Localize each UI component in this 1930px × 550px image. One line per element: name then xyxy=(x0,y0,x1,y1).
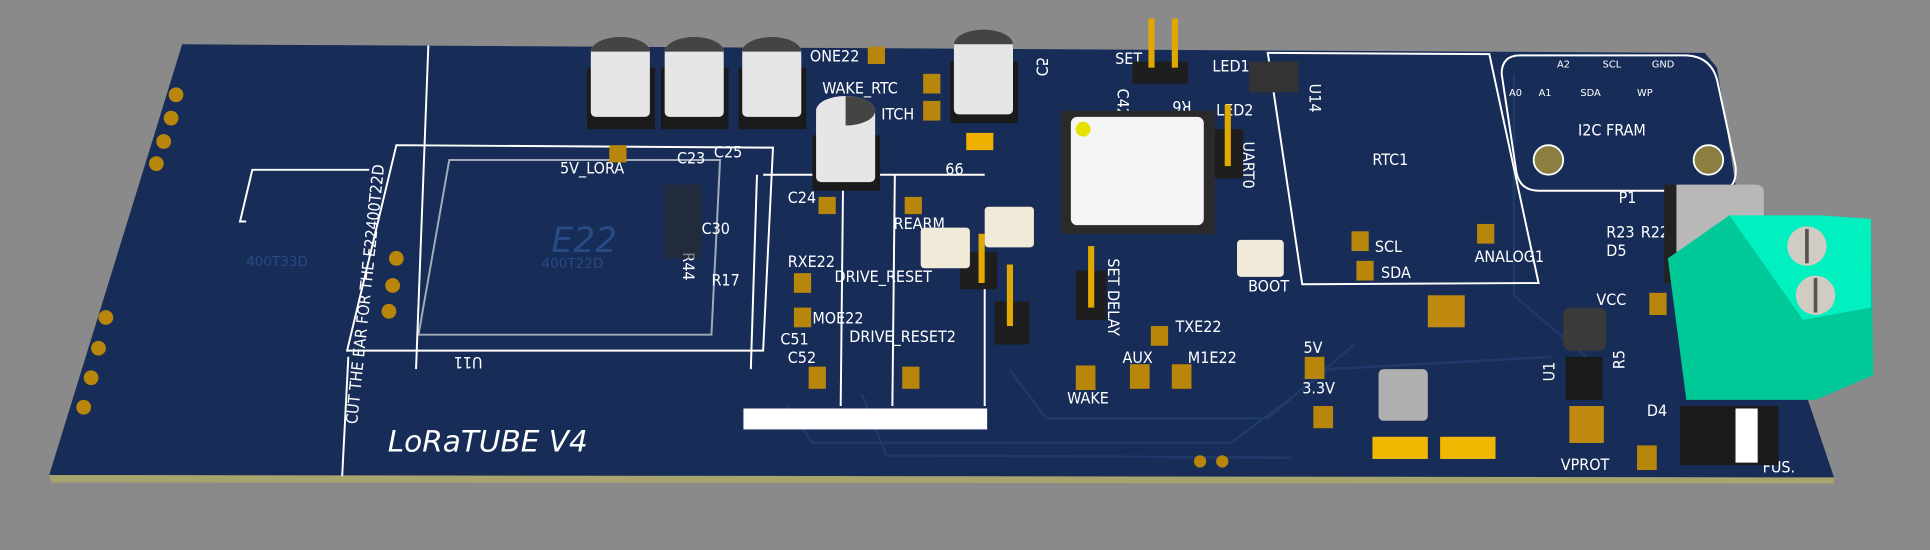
label-a2: A2 xyxy=(1557,60,1570,71)
label-gnd: GND xyxy=(1652,60,1675,71)
label-r5: R5 xyxy=(1610,350,1629,369)
capacitor xyxy=(660,36,729,130)
label-scl-pin: SCL xyxy=(1603,60,1622,71)
label-switch: ITCH xyxy=(881,104,914,123)
label-c30: C30 xyxy=(702,219,730,238)
mounting-hole xyxy=(1532,144,1565,176)
capacitor xyxy=(587,36,655,130)
silkscreen-labels: ONE22 WAKE_RTC ITCH 5V_LORA C23 C25 C24 … xyxy=(560,47,1795,477)
mounting-hole xyxy=(1692,144,1725,176)
module-part-alt: 400T33D xyxy=(246,254,308,270)
label-analog1: ANALOG1 xyxy=(1475,247,1544,266)
capacitor xyxy=(950,29,1018,124)
label-r17: R17 xyxy=(711,270,739,289)
label-rxe22: RXE22 xyxy=(788,252,835,271)
cut-line-lower xyxy=(341,356,350,477)
label-m1e22: M1E22 xyxy=(1188,348,1237,367)
label-r23: R23 xyxy=(1606,222,1634,241)
label-r22: R22 xyxy=(1641,222,1669,241)
label-r44: R44 xyxy=(679,252,698,280)
label-wake-rtc: WAKE_RTC xyxy=(822,79,898,99)
label-u1: U1 xyxy=(1540,362,1559,382)
label-i2c-fram: I2C FRAM xyxy=(1578,120,1646,139)
label-vprot: VPROT xyxy=(1561,455,1610,474)
terminal-block xyxy=(1667,215,1874,400)
label-wake: WAKE xyxy=(1067,389,1109,408)
label-c23: C23 xyxy=(677,149,705,168)
boot-button xyxy=(1237,239,1284,277)
label-led2: LED2 xyxy=(1216,101,1253,120)
label-scl: SCL xyxy=(1375,237,1402,256)
label-uart0: UART0 xyxy=(1239,141,1258,188)
cut-line xyxy=(415,45,430,370)
label-wp: WP xyxy=(1637,88,1653,99)
label-c25: C25 xyxy=(714,142,742,161)
label-one22: ONE22 xyxy=(810,47,859,66)
label-moe22: MOE22 xyxy=(812,309,863,328)
label-sda: SDA xyxy=(1381,263,1411,282)
label-c5: C5 xyxy=(1032,57,1051,76)
label-set-delay: SET DELAY xyxy=(1104,258,1123,336)
label-c42: C42 xyxy=(1114,89,1133,117)
label-drive-reset: DRIVE_RESET xyxy=(835,267,933,287)
module-part: 400T22D xyxy=(542,256,604,272)
label-c51: C51 xyxy=(780,330,808,349)
lora-module-outline xyxy=(345,144,775,352)
module-ref-u11: U11 xyxy=(454,353,483,372)
antenna-outline xyxy=(238,168,370,223)
rearm-button xyxy=(920,227,970,269)
label-p1: P1 xyxy=(1619,188,1637,207)
capacitor xyxy=(738,36,807,130)
label-c66: 66 xyxy=(945,160,963,179)
edge-pads xyxy=(76,87,1229,468)
push-buttons xyxy=(920,206,1284,277)
label-5v: 5V xyxy=(1303,338,1322,357)
label-sda-pin: SDA xyxy=(1580,88,1601,99)
silk-block xyxy=(743,408,988,430)
label-led1: LED1 xyxy=(1212,56,1249,75)
board-title: LoRaTUBE V4 xyxy=(388,425,588,459)
module-name-e22: E22 xyxy=(551,221,617,261)
label-d4: D4 xyxy=(1647,401,1667,420)
lora-module-inner xyxy=(417,158,722,336)
label-txe22: TXE22 xyxy=(1174,317,1221,336)
label-a0: A0 xyxy=(1509,88,1522,99)
label-d5: D5 xyxy=(1606,241,1626,260)
label-5v-lora: 5V_LORA xyxy=(560,158,624,178)
label-u14: U14 xyxy=(1306,84,1325,113)
wifi-module xyxy=(1061,110,1215,234)
pin-headers xyxy=(960,18,1244,345)
board-edge xyxy=(49,474,1834,484)
label-c52: C52 xyxy=(788,348,816,367)
label-drive-reset2: DRIVE_RESET2 xyxy=(849,327,956,347)
label-rtc1: RTC1 xyxy=(1372,150,1408,169)
reset-button xyxy=(984,206,1034,248)
label-boot: BOOT xyxy=(1248,277,1289,296)
label-vcc: VCC xyxy=(1596,290,1626,309)
label-3v3: 3.3V xyxy=(1302,379,1335,398)
label-c24: C24 xyxy=(788,188,816,207)
rtc-module-outline xyxy=(1266,51,1540,286)
label-aux: AUX xyxy=(1123,348,1153,367)
smd-pads xyxy=(609,46,1779,471)
electrolytic-capacitors xyxy=(587,29,1018,191)
label-a1: A1 xyxy=(1539,88,1552,99)
capacitor xyxy=(812,95,881,191)
